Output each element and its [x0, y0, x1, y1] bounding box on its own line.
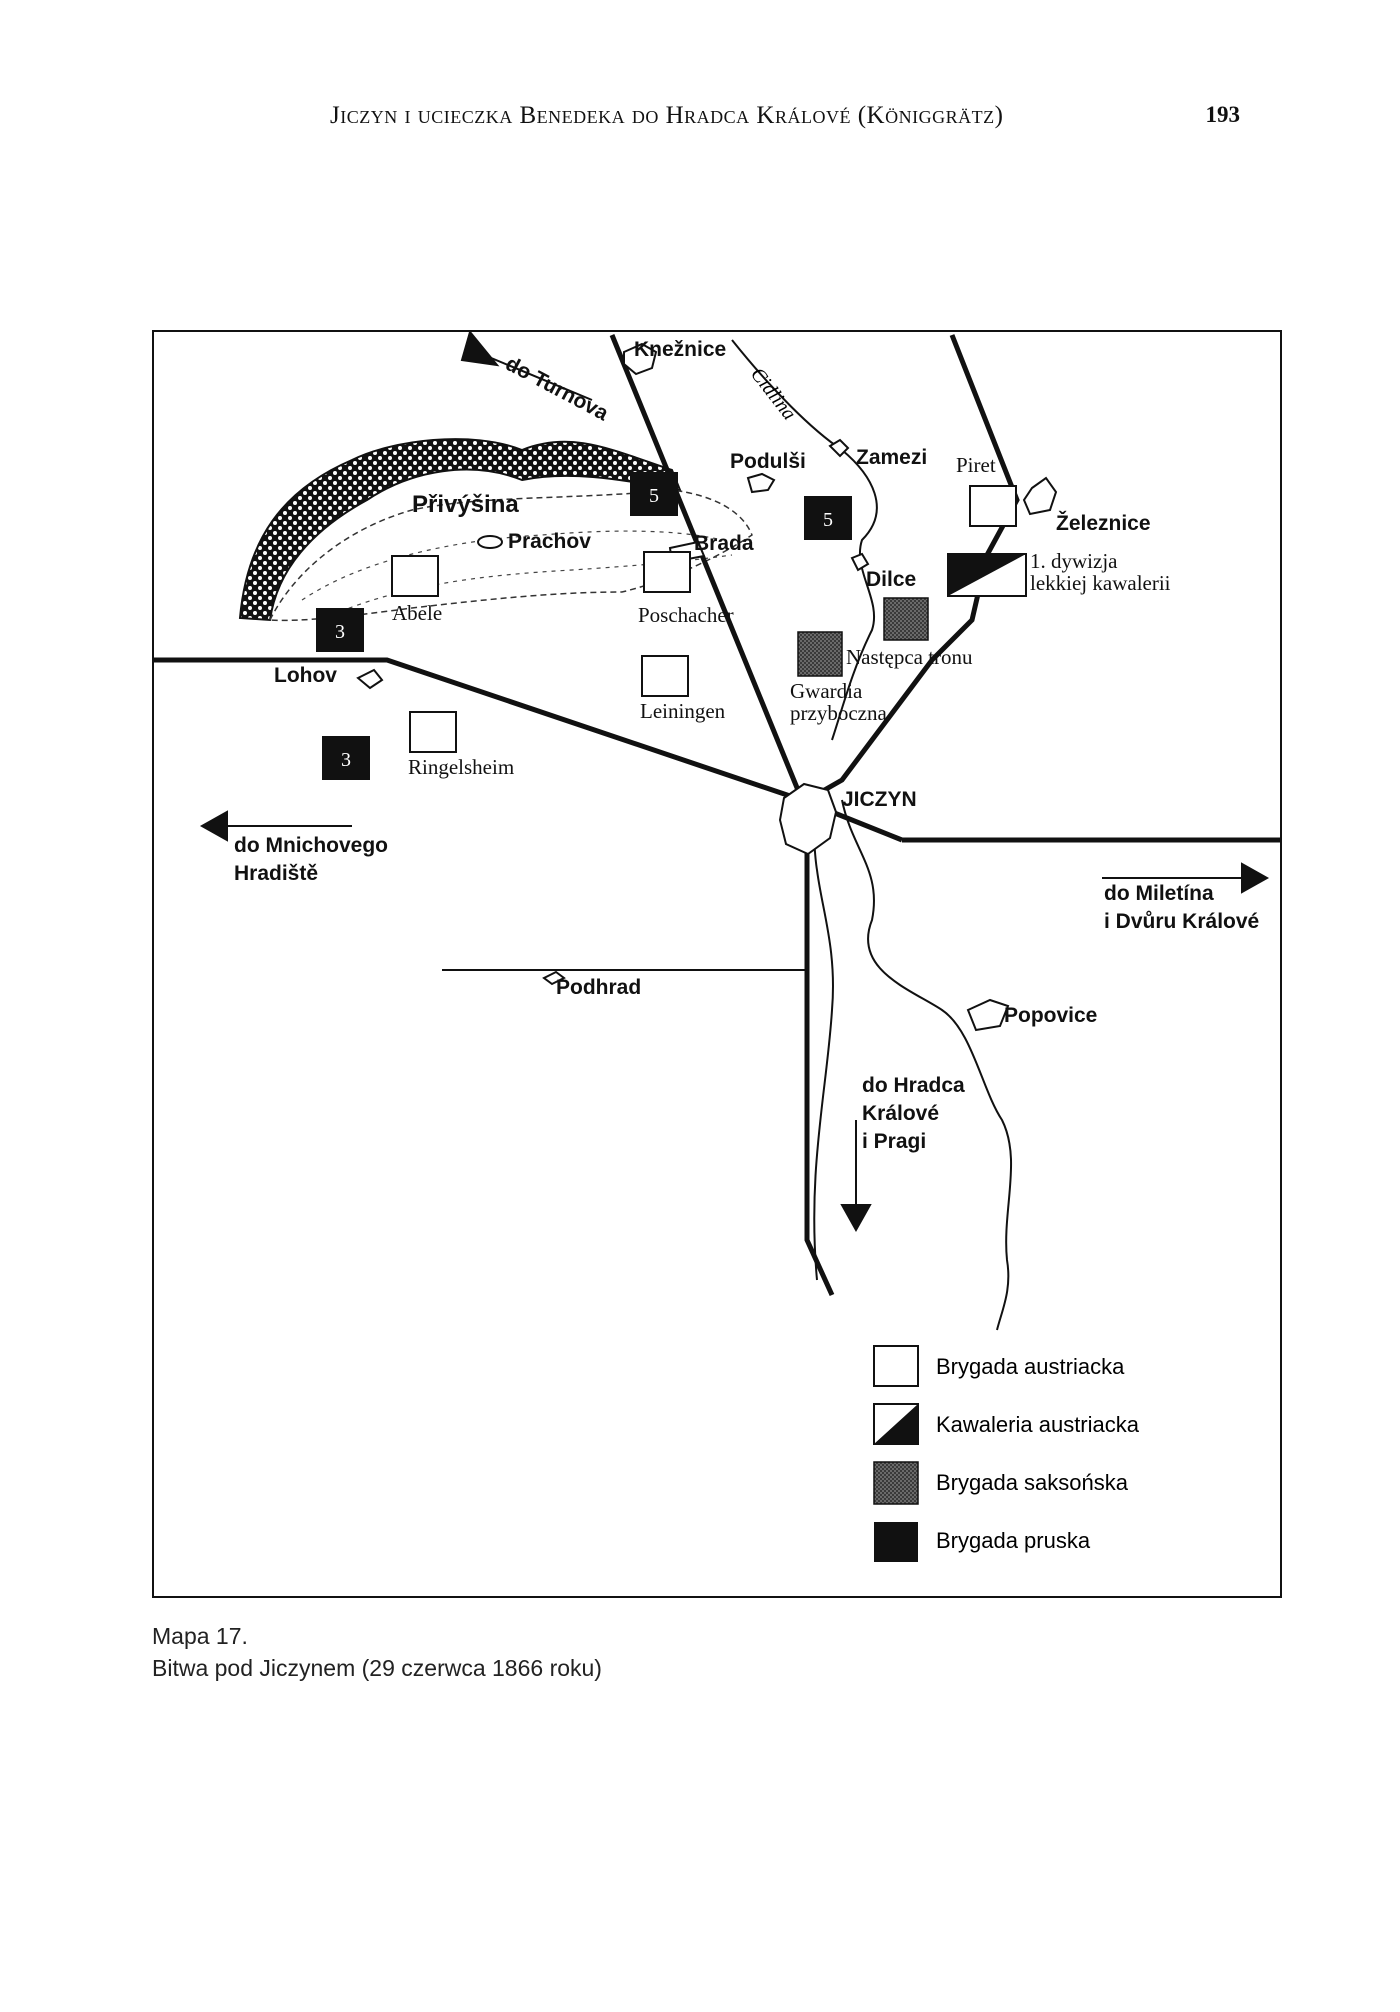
- label-ringelsheim: Ringelsheim: [408, 755, 514, 779]
- label-piret: Piret: [956, 453, 996, 477]
- arrow-mnichovo-icon: [199, 810, 228, 842]
- caption-line-1: Mapa 17.: [152, 1623, 248, 1649]
- map-svg: 5 5 3 3 Knežnice Podulši Zamezi Železnic…: [152, 329, 1282, 1598]
- brigade-poschacher: [643, 551, 691, 593]
- prussian-3a-label: 3: [335, 621, 345, 643]
- legend-label-cavalry: Kawaleria austriacka: [936, 1412, 1140, 1437]
- zeleznice-shape: [1022, 476, 1058, 516]
- label-brada: Brada: [694, 532, 754, 555]
- legend-label-prussian: Brygada pruska: [936, 1528, 1091, 1553]
- towns: [356, 342, 1058, 1032]
- legend: Brygada austriacka Kawaleria austriacka …: [873, 1345, 1140, 1562]
- austrian-brigades: [391, 485, 1017, 753]
- road-lohov: [152, 657, 803, 803]
- label-podhrad: Podhrad: [556, 976, 641, 999]
- map-caption: Mapa 17. Bitwa pod Jiczynem (29 czerwca …: [152, 1620, 602, 1684]
- running-head: Jiczyn i ucieczka Benedeka do Hradca Krá…: [330, 102, 1240, 136]
- caption-line-2: Bitwa pod Jiczynem (29 czerwca 1866 roku…: [152, 1655, 602, 1681]
- podulsi-shape: [746, 472, 776, 494]
- brigade-ringelsheim: [409, 711, 457, 753]
- label-zamezi: Zamezi: [856, 446, 927, 469]
- label-lohov: Lohov: [274, 664, 337, 687]
- jiczyn-shape: [778, 782, 838, 856]
- legend-prussian-symbol: [874, 1522, 918, 1562]
- arrow-turnov-icon: [460, 329, 500, 367]
- map-frame: [152, 330, 1282, 1598]
- prussian-5b-label: 5: [823, 509, 833, 531]
- label-dilce: Dilce: [866, 568, 916, 591]
- legend-cavalry-fill: [874, 1404, 918, 1444]
- dilce-shape: [850, 552, 870, 572]
- label-jiczyn: JICZYN: [842, 788, 917, 811]
- kneznice-shape: [623, 342, 658, 376]
- label-abele: Abele: [392, 601, 442, 625]
- page-number: 193: [1205, 102, 1241, 127]
- label-hradec-2: Králové: [862, 1102, 939, 1125]
- zamezi-shape: [828, 438, 850, 458]
- label-miletin-2: i Dvůru Králové: [1104, 910, 1259, 933]
- prussian-brigades: [316, 472, 852, 780]
- label-prachov: Prachov: [508, 530, 591, 553]
- privysina-contour: [301, 530, 723, 601]
- legend-label-austrian: Brygada austriacka: [936, 1354, 1125, 1379]
- label-leiningen: Leiningen: [640, 699, 726, 723]
- prussian-3b-label: 3: [341, 749, 351, 771]
- prussian-3b: [322, 736, 370, 780]
- popovice-shape: [966, 998, 1010, 1032]
- river-south: [841, 799, 1013, 1331]
- label-zeleznice: Železnice: [1056, 511, 1151, 535]
- brigade-nastepca: [883, 597, 929, 641]
- prussian-5a-label: 5: [649, 485, 659, 507]
- road-kneznice: [609, 334, 805, 801]
- running-head-title: Jiczyn i ucieczka Benedeka do Hradca Krá…: [330, 102, 1004, 129]
- label-cavalry-1: 1. dywizja: [1030, 549, 1118, 573]
- podhrad-shape: [542, 970, 566, 986]
- lohov-shape: [356, 668, 384, 690]
- label-hradec-1: do Hradca: [862, 1074, 965, 1097]
- legend-austrian-symbol: [873, 1345, 919, 1387]
- cavalry-fill: [948, 554, 1026, 596]
- label-privysina: Přivýšina: [412, 491, 519, 518]
- brigade-leiningen: [641, 655, 689, 697]
- brigade-abele: [391, 555, 439, 597]
- label-popovice: Popovice: [1004, 1004, 1097, 1027]
- direction-arrows: [199, 329, 1270, 1233]
- saxon-brigades: [797, 597, 929, 677]
- label-gwardia-2: przyboczna: [790, 701, 887, 725]
- legend-label-saxon: Brygada saksońska: [936, 1470, 1129, 1495]
- brigade-piret: [969, 485, 1017, 527]
- label-kneznice: Knežnice: [634, 338, 726, 361]
- label-mnichovo-1: do Mnichovego: [234, 834, 388, 857]
- privysina-slopes: [268, 489, 753, 622]
- label-cavalry-2: lekkiej kawalerii: [1030, 571, 1171, 595]
- road-hradec: [804, 850, 835, 1297]
- label-nastepca: Następca tronu: [846, 645, 973, 669]
- arrow-miletin-icon: [1241, 862, 1270, 894]
- battle-map: 5 5 3 3 Knežnice Podulši Zamezi Železnic…: [152, 329, 1284, 1600]
- prussian-5b: [804, 496, 852, 540]
- prachov-shape: [477, 535, 503, 549]
- label-hradec-3: i Pragi: [862, 1130, 926, 1153]
- prussian-5a: [630, 472, 678, 516]
- privysina-ridge: [238, 438, 682, 622]
- label-mnichovo-2: Hradiště: [234, 862, 318, 885]
- legend-saxon-symbol: [873, 1461, 919, 1505]
- brigade-gwardia: [797, 631, 843, 677]
- cidlina-river: [731, 339, 878, 741]
- label-miletin-1: do Miletína: [1104, 882, 1214, 905]
- label-podulsi: Podulši: [730, 450, 806, 473]
- austrian-cavalry-unit: [947, 553, 1027, 597]
- arrow-hradec-icon: [840, 1204, 872, 1233]
- label-poschacher: Poschacher: [638, 603, 734, 627]
- prussian-3a: [316, 608, 364, 652]
- label-gwardia-1: Gwardia: [790, 679, 863, 703]
